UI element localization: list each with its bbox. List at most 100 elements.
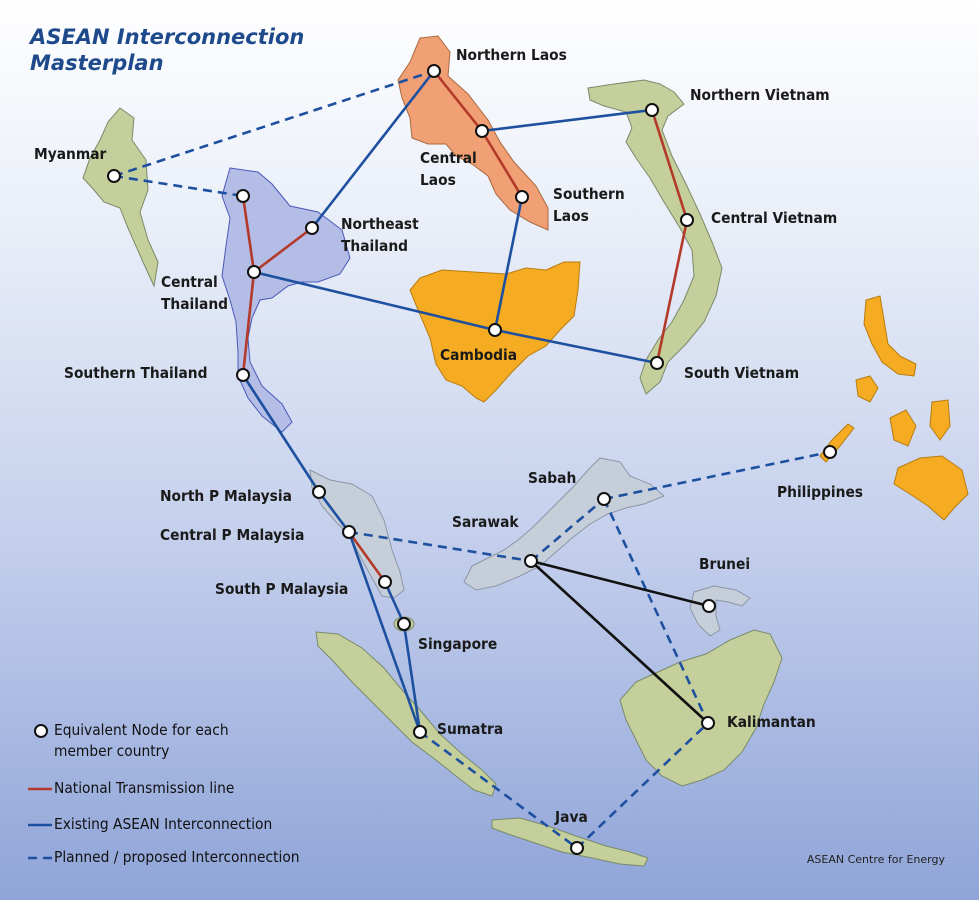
label-cambodia: Cambodia: [440, 346, 518, 364]
node-central-p-malaysia: [342, 525, 356, 539]
node-java: [570, 841, 584, 855]
legend-existing-label: Existing ASEAN Interconnection: [54, 815, 273, 833]
label-singapore: Singapore: [418, 635, 498, 653]
link-myanmar-northern-laos: [113, 69, 435, 178]
link-sarawak-brunei: [530, 559, 710, 608]
link-northern-laos-northeast-thailand: [310, 70, 436, 229]
map-title-line1: ASEAN Interconnection: [30, 25, 305, 49]
legend-planned-row: Planned / proposed Interconnection: [28, 847, 321, 868]
legend-national-label: National Transmission line: [54, 779, 235, 797]
link-central-p-malaysia-south-p-malaysia: [347, 531, 387, 583]
node-sarawak: [524, 554, 538, 568]
philippines-south-landmass: [893, 455, 969, 521]
label-southern-thailand: Southern Thailand: [64, 364, 208, 382]
node-cambodia: [488, 323, 502, 337]
philippines-north-landmass: [863, 295, 917, 377]
link-sumatra-java: [419, 730, 578, 850]
label-central-p-malaysia: Central P Malaysia: [160, 526, 305, 544]
node-northern-laos: [427, 64, 441, 78]
node-south-p-malaysia: [378, 575, 392, 589]
node-northeast-thailand: [305, 221, 319, 235]
interconnection-nodes: [107, 64, 837, 855]
link-central-laos-southern-laos: [480, 130, 524, 198]
brunei-landmass: [689, 585, 751, 637]
philippines-mid3-landmass: [929, 399, 951, 441]
label-northern-laos: Northern Laos: [456, 46, 567, 64]
laos-landmass: [397, 35, 549, 231]
link-north-p-malaysia-central-p-malaysia: [317, 491, 351, 533]
link-sarawak-kalimantan: [530, 560, 709, 724]
link-northern-laos-central-laos: [432, 70, 484, 132]
legend-symbols: [28, 724, 54, 860]
node-central-vietnam: [680, 213, 694, 227]
label-south-vietnam: South Vietnam: [684, 364, 800, 382]
interconnection-links: [113, 69, 831, 850]
link-central-p-malaysia-sumatra: [347, 531, 422, 733]
thailand-landmass: [221, 167, 351, 433]
legend-node-symbol: [34, 724, 48, 738]
link-central-thailand-cambodia: [253, 270, 496, 332]
philippines-mid1-landmass: [855, 375, 879, 403]
label-northern-vietnam: Northern Vietnam: [690, 86, 830, 104]
link-singapore-sumatra: [402, 623, 422, 733]
node-central-thailand: [247, 265, 261, 279]
node-south-vietnam: [650, 356, 664, 370]
label-sumatra: Sumatra: [437, 720, 504, 738]
map-title-line2: Masterplan: [30, 51, 164, 75]
link-central-thailand-northeast-thailand: [253, 226, 313, 274]
node-southern-laos: [515, 190, 529, 204]
vietnam-landmass: [587, 79, 723, 395]
link-myanmar-nw-thai: [113, 174, 244, 198]
legend-planned-label: Planned / proposed Interconnection: [54, 848, 300, 866]
node-sumatra: [413, 725, 427, 739]
legend-national-row: National Transmission line: [28, 778, 250, 799]
link-sabah-kalimantan: [602, 498, 710, 724]
legend-node-label: Equivalent Node for each member country: [54, 721, 229, 760]
node-sabah: [597, 492, 611, 506]
link-southern-laos-cambodia: [493, 196, 524, 331]
map-title: ASEAN Interconnection Masterplan: [30, 24, 304, 76]
sumatra-landmass: [315, 631, 497, 797]
label-south-p-malaysia: South P Malaysia: [215, 580, 349, 598]
link-south-p-malaysia-singapore: [383, 581, 406, 625]
label-kalimantan: Kalimantan: [727, 713, 816, 731]
node-nw-thai: [236, 189, 250, 203]
node-singapore: [397, 617, 411, 631]
node-myanmar: [107, 169, 121, 183]
label-central-vietnam: Central Vietnam: [711, 209, 838, 227]
node-brunei: [702, 599, 716, 613]
myanmar-landmass: [82, 107, 159, 288]
label-sarawak: Sarawak: [452, 513, 519, 531]
link-nw-thai-central-thailand: [241, 195, 256, 273]
link-northern-vietnam-central-vietnam: [650, 109, 689, 221]
legend-node-row: Equivalent Node for each member country: [28, 720, 244, 762]
node-southern-thailand: [236, 368, 250, 382]
link-java-kalimantan: [576, 722, 709, 849]
label-sabah: Sabah: [528, 469, 577, 487]
label-brunei: Brunei: [699, 555, 751, 573]
philippines-mid2-landmass: [889, 409, 917, 447]
node-kalimantan: [701, 716, 715, 730]
label-myanmar: Myanmar: [34, 145, 107, 163]
link-sarawak-sabah: [530, 498, 605, 562]
link-central-vietnam-south-vietnam: [655, 219, 689, 364]
node-central-laos: [475, 124, 489, 138]
label-java: Java: [555, 808, 588, 826]
node-northern-vietnam: [645, 103, 659, 117]
label-philippines: Philippines: [777, 483, 864, 501]
link-central-thailand-southern-thailand: [241, 271, 256, 376]
link-central-laos-northern-vietnam: [481, 108, 653, 133]
node-north-p-malaysia: [312, 485, 326, 499]
link-cambodia-south-vietnam: [494, 328, 658, 365]
link-central-p-malaysia-sarawak: [348, 530, 532, 563]
link-southern-thailand-north-p-malaysia: [241, 374, 321, 493]
node-philippines: [823, 445, 837, 459]
link-sabah-philippines: [603, 450, 831, 501]
credit: ASEAN Centre for Energy: [806, 853, 945, 866]
label-north-p-malaysia: North P Malaysia: [160, 487, 292, 505]
